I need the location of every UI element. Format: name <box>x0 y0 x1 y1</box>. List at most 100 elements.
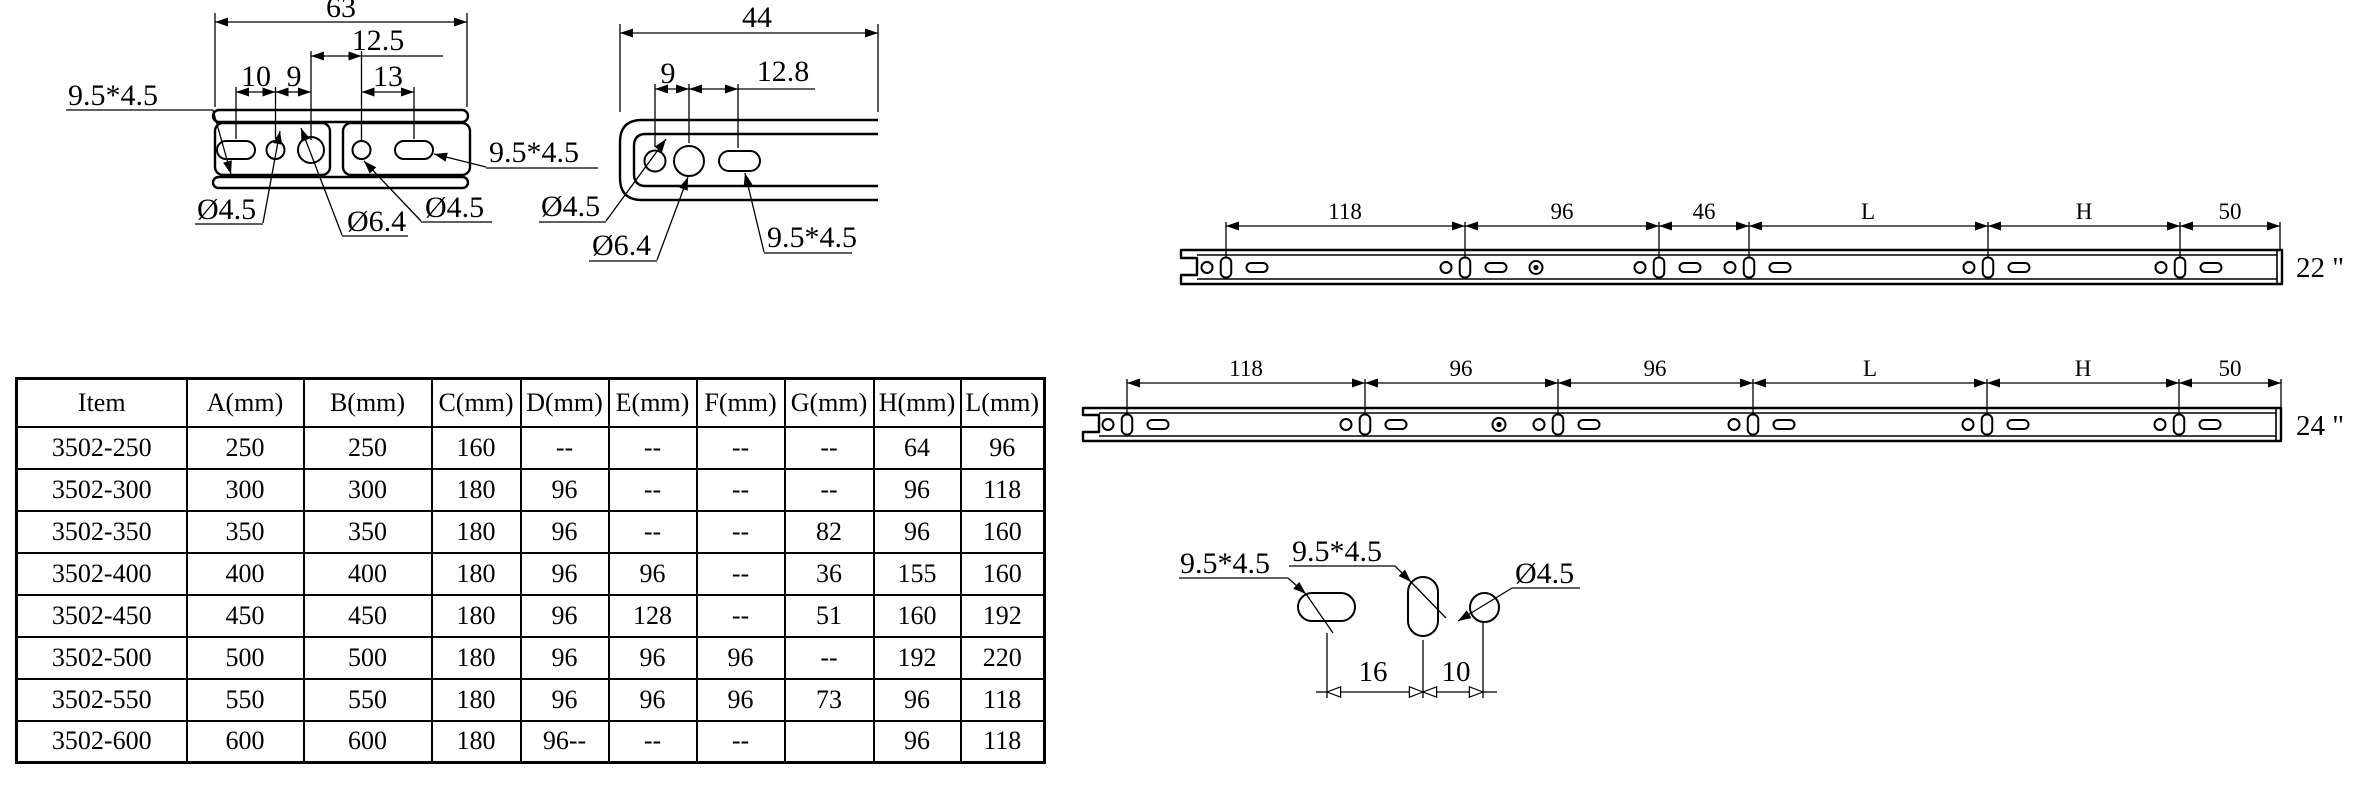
mount-hole-group <box>1339 413 1408 436</box>
slide-drawing-22in: 118 96 46 L H 50 22 " <box>1179 199 2344 286</box>
table-cell: 96-- <box>519 719 610 764</box>
table-cell: 3502-250 <box>15 425 188 470</box>
table-cell: -- <box>783 467 875 512</box>
dim-label: H <box>2076 199 2093 224</box>
table-cell: 500 <box>185 635 305 680</box>
dim-label: 50 <box>2219 356 2242 381</box>
table-cell: 118 <box>959 719 1046 764</box>
table-row: 3502-500 500 500 180 96 96 96 -- 192 220 <box>15 635 1046 680</box>
table-cell: 3502-600 <box>15 719 188 764</box>
leader-line <box>743 172 765 253</box>
hole-spacing-detail-drawing: 9.5*4.5 9.5*4.5 Ø4.5 16 10 <box>1179 535 1580 698</box>
leader-line <box>605 138 667 222</box>
dim-label: 10 <box>241 60 271 93</box>
table-cell: 118 <box>959 467 1046 512</box>
slide-inner-lines <box>1197 250 2278 284</box>
table-cell: 3502-450 <box>15 593 188 638</box>
leader-label: 9.5*4.5 <box>767 221 857 254</box>
table-cell: -- <box>607 719 698 764</box>
dim-label: 118 <box>1328 199 1362 224</box>
extension-lines <box>214 13 468 107</box>
leader-line <box>212 109 232 175</box>
leader-label: 9.5*4.5 <box>489 136 579 169</box>
table-cell: 550 <box>302 677 433 722</box>
slide-length-label: 24 " <box>2296 410 2344 442</box>
table-cell: 96 <box>519 635 610 680</box>
table-cell: 180 <box>430 719 522 764</box>
extension-lines <box>619 24 879 112</box>
table-row: 3502-450 450 450 180 96 128 -- 51 160 19… <box>15 593 1046 638</box>
dim-label: L <box>1863 356 1877 381</box>
leader-label: Ø6.4 <box>592 229 651 262</box>
leader-line <box>300 127 343 236</box>
dim-label: L <box>1861 199 1875 224</box>
table-cell: -- <box>695 467 786 512</box>
table-header-cell: H(mm) <box>872 377 962 428</box>
table-header-cell: L(mm) <box>959 377 1046 428</box>
dim-label: 9 <box>287 60 302 93</box>
oval-slot <box>216 140 256 160</box>
mount-hole-group <box>1727 413 1796 436</box>
table-cell: 180 <box>430 593 522 638</box>
table-cell: 180 <box>430 467 522 512</box>
table-cell: 250 <box>302 425 433 470</box>
rivet <box>1528 260 1544 275</box>
table-cell: 192 <box>872 635 962 680</box>
leader-line <box>262 130 283 224</box>
dim-label: 96 <box>1551 199 1574 224</box>
table-header-cell: F(mm) <box>695 377 786 428</box>
left-end-profile-drawing: 63 12.5 10 9 13 9.5*4.5 9.5*4.5 Ø4.5 Ø6.… <box>66 0 598 238</box>
table-header-cell: B(mm) <box>302 377 433 428</box>
table-cell: 155 <box>872 551 962 596</box>
oval-slot <box>718 150 761 172</box>
table-cell: 3502-500 <box>15 635 188 680</box>
table-cell: 96 <box>872 467 962 512</box>
dim-label: 118 <box>1229 356 1263 381</box>
table-header-cell: E(mm) <box>607 377 698 428</box>
mount-hole-group <box>1532 413 1601 436</box>
table-cell: 550 <box>185 677 305 722</box>
dim-label: 16 <box>1359 656 1388 688</box>
leader-label: 9.5*4.5 <box>68 79 158 112</box>
table-header-cell: A(mm) <box>185 377 305 428</box>
table-cell: 600 <box>302 719 433 764</box>
table-cell: 350 <box>185 509 305 554</box>
table-cell: 96 <box>695 635 786 680</box>
leader-label: 9.5*4.5 <box>1292 535 1382 568</box>
dim-label: 44 <box>742 1 772 34</box>
leader-label: Ø4.5 <box>541 190 600 223</box>
table-cell: 96 <box>695 677 786 722</box>
table-cell: 160 <box>430 425 522 470</box>
channel-inner <box>632 132 878 188</box>
hole-circle-large <box>297 136 325 164</box>
extension-lines <box>310 51 363 140</box>
table-cell: -- <box>695 719 786 764</box>
table-cell: 36 <box>783 551 875 596</box>
table-cell: 82 <box>783 509 875 554</box>
table-cell: -- <box>695 593 786 638</box>
table-cell: -- <box>695 425 786 470</box>
dim-label: 96 <box>1450 356 1473 381</box>
mount-hole-group <box>1961 413 2030 436</box>
table-cell: 96 <box>519 593 610 638</box>
leader-label: Ø6.4 <box>347 205 406 238</box>
table-row: 3502-350 350 350 180 96 -- -- 82 96 160 <box>15 509 1046 554</box>
spec-table: Item A(mm) B(mm) C(mm) D(mm) E(mm) F(mm)… <box>15 377 1046 764</box>
mount-hole-group <box>1723 256 1792 279</box>
table-cell: 180 <box>430 509 522 554</box>
table-cell: 220 <box>959 635 1046 680</box>
table-cell: 400 <box>185 551 305 596</box>
leader-line <box>1457 587 1513 622</box>
extension-lines <box>1126 379 2282 414</box>
slide-body <box>1179 248 2284 286</box>
table-cell: 3502-350 <box>15 509 188 554</box>
table-cell: -- <box>695 551 786 596</box>
table-cell: 96 <box>519 677 610 722</box>
table-header-cell: C(mm) <box>430 377 522 428</box>
table-cell: 180 <box>430 677 522 722</box>
leader-label: Ø4.5 <box>425 191 484 224</box>
oval-slot-vertical <box>1407 576 1439 637</box>
leader-line <box>1305 593 1334 634</box>
